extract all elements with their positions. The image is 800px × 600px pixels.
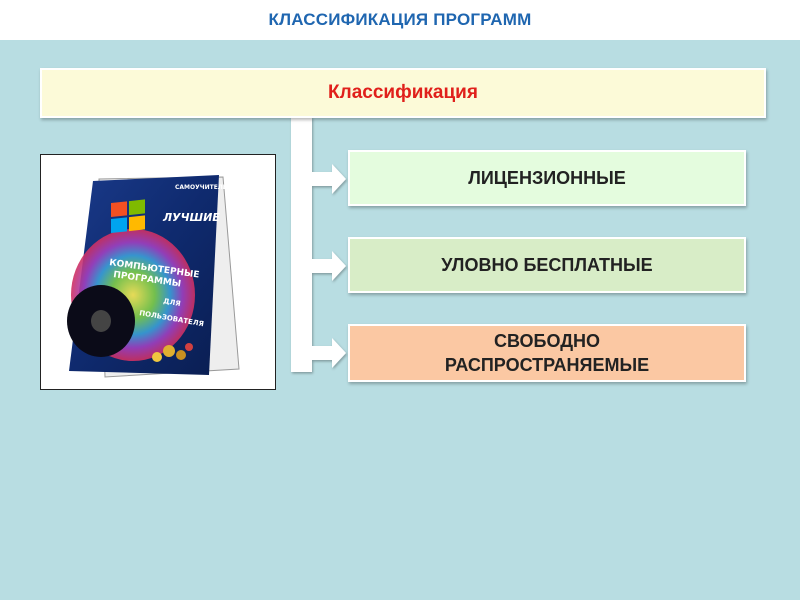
- book-image: САМОУЧИТЕЛЬ ЛУЧШИЕ КОМПЬЮТЕРНЫЕ ПРОГРАММ…: [40, 154, 276, 390]
- book-series: САМОУЧИТЕЛЬ: [175, 184, 228, 191]
- connector-arrow-licensed: [312, 164, 346, 194]
- root-node: Классификация: [40, 68, 766, 118]
- title-bar: КЛАССИФИКАЦИЯ ПРОГРАММ: [0, 0, 800, 40]
- book-word4: ДЛЯ: [163, 297, 182, 308]
- coins-graphic: [152, 343, 193, 362]
- child-node-label: СВОБОДНО РАСПРОСТРАНЯЕМЫЕ: [444, 331, 650, 375]
- book-word1: ЛУЧШИЕ: [162, 211, 220, 224]
- child-node-label: ЛИЦЕНЗИОННЫЕ: [468, 168, 626, 188]
- disc-graphic: [67, 229, 195, 361]
- book-cover-illustration: САМОУЧИТЕЛЬ ЛУЧШИЕ КОМПЬЮТЕРНЫЕ ПРОГРАММ…: [67, 175, 240, 378]
- child-node-licensed: ЛИЦЕНЗИОННЫЕ: [348, 150, 746, 206]
- root-node-label: Классификация: [328, 82, 478, 103]
- slide-title: КЛАССИФИКАЦИЯ ПРОГРАММ: [268, 10, 532, 29]
- child-node-free: СВОБОДНО РАСПРОСТРАНЯЕМЫЕ: [348, 324, 746, 382]
- connector-arrow-shareware: [312, 251, 346, 281]
- connector-arrow-free: [312, 338, 346, 368]
- windows-logo-icon: [111, 199, 145, 233]
- child-node-label: УЛОВНО БЕСПЛАТНЫЕ: [441, 255, 653, 275]
- child-node-shareware: УЛОВНО БЕСПЛАТНЫЕ: [348, 237, 746, 293]
- connector-trunk: [291, 117, 312, 372]
